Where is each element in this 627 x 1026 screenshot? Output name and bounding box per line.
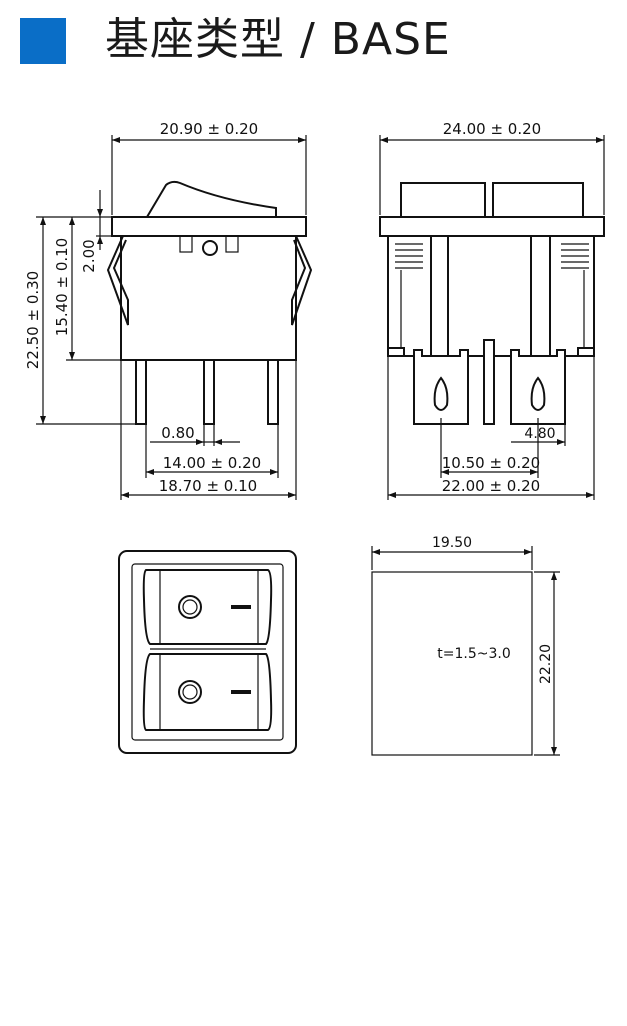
panel-cutout: 19.50 22.20 t=1.5~3.0 [371,535,560,756]
front-terminal-right [510,349,566,425]
page-title: 基座类型 / BASE [105,14,451,65]
dim-terminal-width: 4.80 [524,426,555,442]
title-block: 基座类型 / BASE [0,0,627,80]
top-view [118,550,297,754]
dim-terminal-pitch: 10.50 ± 0.20 [442,454,540,472]
dim-flange-thickness: 2.00 [80,239,98,272]
top-rocker-lower [142,653,273,731]
dim-front-width: 24.00 ± 0.20 [443,120,541,138]
front-body [387,235,595,357]
dim-cutout-height: 22.20 [538,644,554,684]
front-center-pin [483,339,495,425]
dim-pin-width: 0.80 [161,424,194,442]
dim-overall-height: 22.50 ± 0.30 [24,271,42,369]
side-flange [111,216,307,237]
dim-pin-pitch: 14.00 ± 0.20 [163,454,261,472]
front-flange [379,216,605,237]
dim-side-width: 20.90 ± 0.20 [160,120,258,138]
off-symbol-upper [178,595,202,619]
top-rocker-upper [142,569,273,645]
side-detail-circle [202,240,218,256]
side-detail-a [179,235,193,253]
terminal-hole-left [433,376,449,411]
front-terminal-left [413,349,469,425]
side-pin-3 [267,359,279,425]
off-symbol-lower [178,680,202,704]
on-symbol-upper [231,605,251,609]
top-frame-outer [118,550,297,754]
panel-thickness-note: t=1.5~3.0 [437,646,510,662]
terminal-hole-right [530,376,546,411]
dim-body-height: 15.40 ± 0.10 [53,238,71,336]
front-view: 24.00 ± 0.20 4.80 10.50 ± 0.20 22.00 ± 0… [379,120,605,500]
side-view: 20.90 ± 0.20 22.50 ± 0.30 15.40 ± 0.10 2… [24,120,313,500]
front-ribs-left [395,243,423,269]
front-ribs-right [561,243,589,269]
side-latch-left [106,235,129,326]
side-pin-1 [135,359,147,425]
top-frame-inner [131,563,284,741]
dim-terminal-span: 22.00 ± 0.20 [442,477,540,495]
side-pin-2 [203,359,215,425]
side-detail-b [225,235,239,253]
cutout-rect [371,571,533,756]
dim-cutout-width: 19.50 [432,535,472,551]
side-rocker [145,180,277,218]
front-rocker-left [400,182,486,218]
dim-base-width: 18.70 ± 0.10 [159,477,257,495]
on-symbol-lower [231,690,251,694]
title-accent-square [20,18,66,64]
front-rocker-right [492,182,584,218]
side-latch-right [291,235,313,326]
